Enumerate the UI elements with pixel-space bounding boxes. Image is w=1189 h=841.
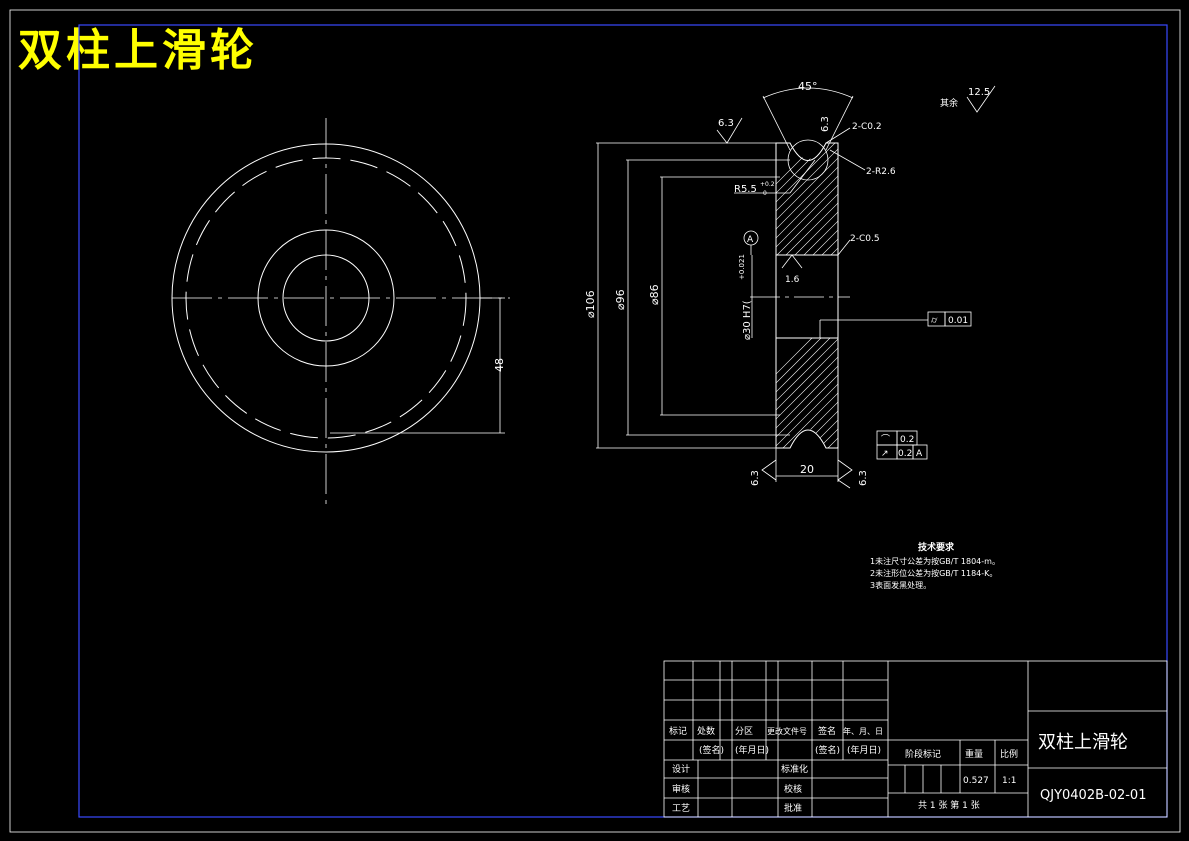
rough-other-label: 其余 bbox=[940, 97, 958, 109]
dim-20-text: 20 bbox=[800, 463, 814, 476]
tb-stage: 阶段标记 bbox=[905, 748, 941, 760]
chamfer-top-leader bbox=[825, 127, 851, 144]
rough-groove-text: 6.3 bbox=[820, 116, 831, 132]
radius-leader bbox=[829, 149, 866, 171]
notes-line-3: 3表面发黑处理。 bbox=[870, 580, 931, 590]
notes-heading: 技术要求 bbox=[918, 541, 955, 553]
tb-label-date: 年、月、日 bbox=[843, 726, 883, 736]
tb-part-name: 双柱上滑轮 bbox=[1038, 732, 1128, 753]
profile-symbol: ⌒ bbox=[881, 434, 890, 445]
groove-r-leader2 bbox=[789, 159, 816, 194]
datum-text: A bbox=[747, 235, 754, 245]
dim-48-text: 48 bbox=[493, 358, 506, 372]
tb-proof: 校核 bbox=[784, 783, 802, 795]
inner-border bbox=[78, 24, 1168, 818]
angle-text: 45° bbox=[798, 80, 818, 93]
tb-check: 审核 bbox=[672, 783, 690, 795]
tb-sign1: (签名) bbox=[699, 744, 724, 756]
dim-bore-tol: +0.021 bbox=[738, 254, 746, 280]
tb-part-no: QJY0402B-02-01 bbox=[1040, 788, 1146, 803]
chamfer-mid-leader bbox=[837, 239, 851, 256]
hatch-bottom bbox=[776, 338, 838, 448]
tb-approve: 批准 bbox=[784, 802, 802, 814]
groove-r-text: R5.5 bbox=[734, 184, 757, 195]
title-block: 标记 处数 分区 更改文件号 签名 年、月、日 (签名) (年月日) (签名) … bbox=[663, 660, 1168, 818]
tb-sheets: 共 1 张 第 1 张 bbox=[918, 799, 980, 811]
tb-standard: 标准化 bbox=[781, 763, 808, 775]
tb-weight: 0.527 bbox=[963, 776, 989, 786]
dim-106-text: ⌀106 bbox=[584, 290, 597, 318]
chamfer-top-text: 2-C0.2 bbox=[852, 122, 882, 132]
angle-leg-right bbox=[825, 95, 854, 151]
tb-date2: (年月日) bbox=[847, 744, 881, 756]
tb-design: 设计 bbox=[672, 763, 690, 775]
radius-text: 2-R2.6 bbox=[866, 167, 896, 177]
rough-other-text: 12.5 bbox=[968, 87, 990, 98]
runout-value-box bbox=[944, 311, 972, 327]
tb-label-docno: 更改文件号 bbox=[767, 726, 807, 736]
runout2-symbol: ↗ bbox=[881, 449, 889, 459]
angle-arc bbox=[762, 87, 854, 99]
section-view: 45° ⌀106 ⌀96 ⌀86 ⌀30 H7( +0.021 R5.5 +0.… bbox=[584, 80, 996, 489]
groove-r-tol-up: +0.2 bbox=[760, 181, 775, 188]
tb-label-mark: 标记 bbox=[669, 725, 687, 737]
runout2-value: 0.2 bbox=[898, 449, 912, 459]
tb-label-count: 处数 bbox=[697, 725, 715, 737]
runout2-datum-box bbox=[912, 444, 928, 460]
hatch-top bbox=[776, 143, 838, 255]
tb-scale: 1:1 bbox=[1002, 776, 1016, 786]
chamfer-mid-text: 2-C0.5 bbox=[850, 234, 880, 244]
tb-process: 工艺 bbox=[672, 803, 690, 814]
outer-border bbox=[9, 9, 1181, 833]
runout-symbol: ⌭ bbox=[931, 316, 938, 326]
dim-96-text: ⌀96 bbox=[614, 289, 627, 310]
front-view: 48 bbox=[171, 118, 510, 508]
technical-notes: 技术要求 1未注尺寸公差为按GB/T 1804-m。 2未注形位公差为按GB/T… bbox=[870, 541, 1000, 590]
drawing-title: 双柱上滑轮 bbox=[18, 25, 258, 76]
rough-bore-symbol bbox=[781, 254, 803, 269]
groove-r-tol-low: 0 bbox=[763, 190, 767, 197]
dim-86-text: ⌀86 bbox=[648, 284, 661, 305]
tb-weight-label: 重量 bbox=[965, 748, 983, 760]
rough-br-text: 6.3 bbox=[858, 470, 869, 486]
rough-br-symbol bbox=[837, 459, 853, 489]
tb-sign2: (签名) bbox=[815, 744, 840, 756]
runout-value: 0.01 bbox=[948, 316, 968, 326]
rough-top-text: 6.3 bbox=[718, 118, 734, 129]
tb-label-zone: 分区 bbox=[735, 726, 753, 737]
tb-scale-label: 比例 bbox=[1000, 748, 1018, 760]
profile-value: 0.2 bbox=[900, 435, 914, 445]
runout2-datum: A bbox=[916, 449, 923, 459]
rough-bore-text: 1.6 bbox=[785, 275, 800, 285]
rough-bl-symbol bbox=[761, 459, 777, 481]
rough-top-symbol bbox=[716, 117, 743, 144]
title-block-frame bbox=[663, 660, 1168, 818]
notes-line-2: 2未注形位公差为按GB/T 1184-K。 bbox=[870, 568, 997, 578]
section-lower-outline bbox=[775, 337, 839, 449]
notes-line-1: 1未注尺寸公差为按GB/T 1804-m。 bbox=[870, 556, 1000, 566]
rough-bl-text: 6.3 bbox=[750, 470, 761, 486]
rough-other-symbol bbox=[966, 85, 996, 113]
dim-bore-text: ⌀30 H7( bbox=[742, 300, 753, 340]
tb-label-sign: 签名 bbox=[818, 725, 836, 737]
tb-date1: (年月日) bbox=[735, 744, 769, 756]
angle-leg-left bbox=[762, 95, 791, 151]
